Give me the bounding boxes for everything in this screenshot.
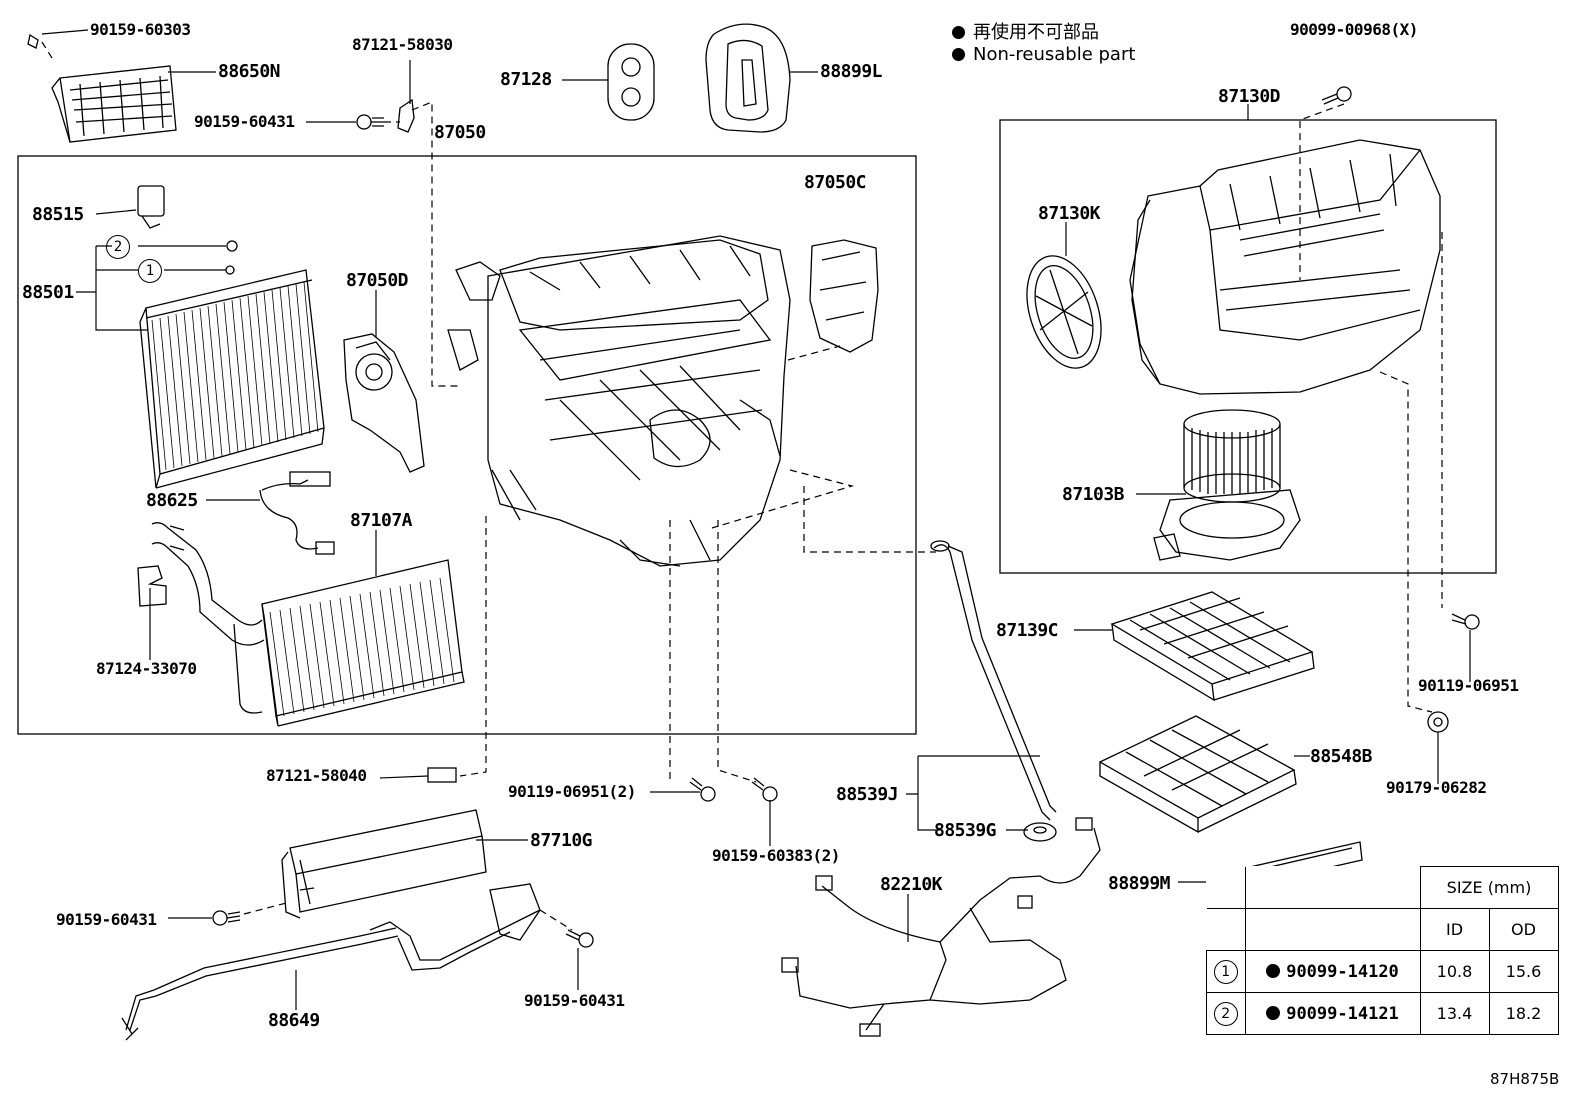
label-90179-06282[interactable]: 90179-06282 [1386,778,1487,797]
label-87710G[interactable]: 87710G [530,830,593,851]
assembly-frame-87130D [999,119,1497,574]
legend-jp-text: 再使用不可部品 [973,22,1099,43]
label-87103B[interactable]: 87103B [1062,484,1125,505]
label-88899M[interactable]: 88899M [1108,873,1171,894]
label-87139C[interactable]: 87139C [996,620,1059,641]
label-90119-06951-right[interactable]: 90119-06951 [1418,676,1519,695]
callout-1: 1 [138,259,162,283]
label-90099-00968[interactable]: 90099-00968(X) [1290,20,1418,39]
legend-en: Non-reusable part [952,44,1135,65]
size-row-part[interactable]: 90099-14120 [1286,961,1399,982]
heater-core-fins [269,577,455,717]
label-90159-60431-c[interactable]: 90159-60431 [524,991,625,1010]
part-88650N-drawing [27,33,177,143]
label-88548B[interactable]: 88548B [1310,746,1373,767]
label-87107A[interactable]: 87107A [350,510,413,531]
label-87121-58030[interactable]: 87121-58030 [352,35,453,54]
part-88625-drawing [259,471,335,555]
size-table: SIZE (mm) ID OD 1 90099-14120 10.8 15.6 … [1206,866,1559,1035]
circle-2-icon: 2 [106,235,130,259]
screw-90159-60431-c [565,929,594,948]
part-87050-hvac-case [447,235,791,567]
circle-1-icon: 1 [1213,959,1238,984]
size-table-col-od: OD [1488,908,1559,951]
bullet-icon [952,48,965,61]
circle-2-icon: 2 [1213,1001,1238,1026]
part-88501-evaporator [139,269,325,489]
screw-90119-06951-right [1451,613,1480,630]
part-88649-harness [121,883,541,1041]
part-82210K-harness [781,817,1101,1037]
label-88899L[interactable]: 88899L [820,61,883,82]
part-87130D-blower-case [1129,139,1441,395]
label-88650N[interactable]: 88650N [218,61,281,82]
size-table-row: 1 90099-14120 10.8 15.6 [1206,950,1559,993]
size-row-id: 13.4 [1419,992,1490,1035]
label-90159-60431-b[interactable]: 90159-60431 [56,910,157,929]
label-90159-60303[interactable]: 90159-60303 [90,20,191,39]
bullet-icon [1266,1005,1281,1020]
diagram-code: 87H875B [1490,1070,1560,1088]
part-88515-drawing [137,185,165,217]
size-table-header: SIZE (mm) [1419,866,1559,909]
label-87050C[interactable]: 87050C [804,172,867,193]
part-87103B-blower-motor [1153,409,1301,561]
assembly-frame-87050 [17,155,917,735]
part-88548B-tray [1098,715,1297,834]
label-88539G[interactable]: 88539G [934,820,997,841]
part-87139C-filter [1110,591,1315,702]
screw-90099-00968 [1321,86,1352,105]
size-table-row: 2 90099-14121 13.4 18.2 [1206,992,1559,1035]
nut-90179-06282 [1427,711,1449,733]
circle-1-icon: 1 [138,259,162,283]
part-88539J-drain-hose [930,540,1057,821]
legend-en-text: Non-reusable part [973,44,1136,65]
screw-90119-06951-2 [689,777,716,802]
part-87128-drawing [607,43,655,121]
label-87121-58040[interactable]: 87121-58040 [266,766,367,785]
part-87124-33070-drawing [137,565,167,607]
evaporator-fins [151,281,319,471]
bullet-icon [952,26,965,39]
part-87121-58030-drawing [397,98,415,133]
bullet-icon [1266,963,1281,978]
legend-jp: 再使用不可部品 [952,18,1099,44]
label-87050[interactable]: 87050 [434,122,486,143]
part-87050D-drawing [343,333,425,473]
part-87130K-drawing [1026,255,1102,369]
part-87121-58040-drawing [427,767,457,783]
label-87130K[interactable]: 87130K [1038,203,1101,224]
label-87124-33070[interactable]: 87124-33070 [96,659,197,678]
label-87130D[interactable]: 87130D [1218,86,1281,107]
label-88515[interactable]: 88515 [32,204,84,225]
label-87050D[interactable]: 87050D [346,270,409,291]
size-row-part[interactable]: 90099-14121 [1286,1003,1399,1024]
label-90119-06951-2[interactable]: 90119-06951(2) [508,782,636,801]
label-88539J[interactable]: 88539J [836,784,899,805]
label-90159-60431-a[interactable]: 90159-60431 [194,112,295,131]
label-87128[interactable]: 87128 [500,69,552,90]
size-row-od: 15.6 [1488,950,1559,993]
screw-90159-60431-b [212,910,241,926]
size-row-od: 18.2 [1488,992,1559,1035]
label-88625[interactable]: 88625 [146,490,198,511]
part-87050C-drawing [809,239,879,353]
dashed-lines [41,41,1443,931]
size-table-col-id: ID [1419,908,1490,951]
part-88899L-drawing [705,23,791,133]
label-90159-60383-2[interactable]: 90159-60383(2) [712,846,840,865]
callout-2: 2 [106,235,130,259]
part-87710G-ptc-heater [281,809,487,919]
part-87107A-heater-core [151,522,465,727]
leader-lines [41,29,1471,1010]
label-82210K[interactable]: 82210K [880,874,943,895]
label-88649[interactable]: 88649 [268,1010,320,1031]
label-88501[interactable]: 88501 [22,282,74,303]
part-88539G-drawing [1023,822,1057,842]
size-row-id: 10.8 [1419,950,1490,993]
screw-90159-60431-a [356,114,384,130]
